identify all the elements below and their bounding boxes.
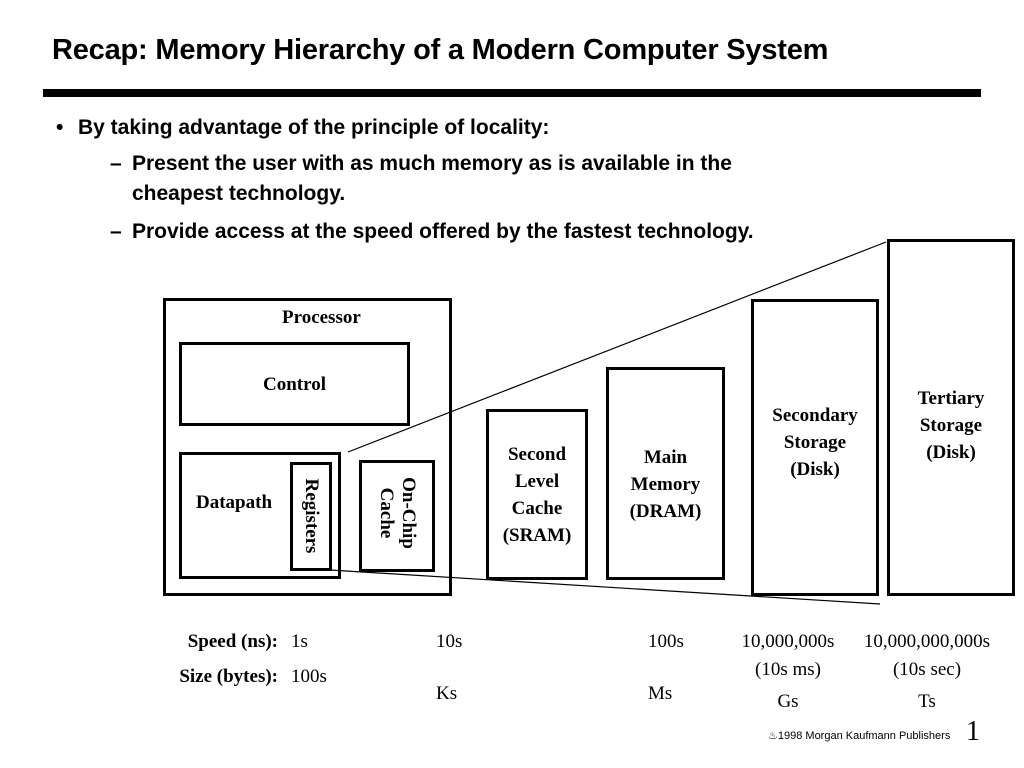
size-tertiary: Ts xyxy=(918,691,936,712)
bullet-main: By taking advantage of the principle of … xyxy=(78,116,550,139)
l2-label-line3: Cache xyxy=(511,497,563,519)
datapath-label: Datapath xyxy=(196,492,273,513)
copyright-text: 1998 Morgan Kaufmann Publishers xyxy=(777,730,951,742)
registers-label: Registers xyxy=(301,478,322,554)
speed-registers: 1s xyxy=(291,631,308,652)
tertiary-label-line1: Tertiary xyxy=(917,388,985,409)
tertiary-label-line2: Storage xyxy=(919,415,983,436)
tertiary-label-line3: (Disk) xyxy=(926,442,976,463)
size-l2: Ks xyxy=(436,683,458,704)
size-registers: 100s xyxy=(291,666,327,687)
title-rule xyxy=(43,89,981,97)
l2-label-line4: (SRAM) xyxy=(502,524,572,546)
tertiary-storage-label: Tertiary Storage (Disk) xyxy=(890,385,1012,466)
speed-secondary-note: (10s ms) xyxy=(755,659,821,680)
speed-tertiary: 10,000,000,000s xyxy=(863,631,991,652)
speed-label: Speed (ns): xyxy=(187,631,278,652)
l2-label-line1: Second xyxy=(507,443,567,465)
secondary-label-line3: (Disk) xyxy=(790,459,840,480)
upper-perspective-line xyxy=(347,241,887,453)
l2-cache-box: Second Level Cache (SRAM) xyxy=(486,409,588,580)
subbullet-dash-2: – xyxy=(110,220,122,243)
secondary-label-line2: Storage xyxy=(783,432,847,453)
secondary-storage-label: Secondary Storage (Disk) xyxy=(754,402,876,483)
processor-label: Processor xyxy=(282,307,361,328)
main-memory-label: Main Memory (DRAM) xyxy=(609,444,722,525)
speed-secondary: 10,000,000s xyxy=(741,631,835,652)
main-memory-box: Main Memory (DRAM) xyxy=(606,367,725,580)
page-number: 1 xyxy=(966,716,980,747)
subbullet-1-line2: cheapest technology. xyxy=(132,182,346,205)
l2-cache-label: Second Level Cache (SRAM) xyxy=(503,441,572,549)
onchip-label-line1: On-Chip xyxy=(398,477,419,549)
registers-box xyxy=(290,462,332,571)
publisher-logo-icon: ♨ xyxy=(768,730,778,742)
size-label: Size (bytes): xyxy=(179,666,278,687)
onchip-cache-box xyxy=(359,460,435,572)
tertiary-storage-box: Tertiary Storage (Disk) xyxy=(887,239,1015,596)
main-label-line3: (DRAM) xyxy=(629,501,702,522)
secondary-storage-box: Secondary Storage (Disk) xyxy=(751,299,879,596)
speed-tertiary-note: (10s sec) xyxy=(892,659,962,680)
processor-box xyxy=(163,298,452,596)
size-secondary: Gs xyxy=(777,691,799,712)
bullet-marker: • xyxy=(56,116,64,139)
control-label: Control xyxy=(263,373,326,395)
speed-l2: 10s xyxy=(436,631,463,652)
subbullet-dash-1: – xyxy=(110,152,122,175)
secondary-label-line1: Secondary xyxy=(772,405,858,426)
datapath-box xyxy=(179,452,341,579)
main-label-line2: Memory xyxy=(630,474,701,495)
slide-title: Recap: Memory Hierarchy of a Modern Comp… xyxy=(52,34,829,66)
size-main: Ms xyxy=(648,683,673,704)
lower-perspective-line xyxy=(329,569,881,605)
subbullet-2-line1: Provide access at the speed offered by t… xyxy=(132,220,754,243)
main-label-line1: Main xyxy=(643,447,688,468)
speed-main: 100s xyxy=(648,631,684,652)
l2-label-line2: Level xyxy=(514,470,560,492)
onchip-label-line2: Cache xyxy=(376,487,397,539)
control-box: Control xyxy=(179,342,410,426)
onchip-cache-label: On-Chip Cache xyxy=(375,477,419,549)
subbullet-1-line1: Present the user with as much memory as … xyxy=(132,152,732,175)
copyright-footer: ♨1998 Morgan Kaufmann Publishers xyxy=(768,729,950,742)
